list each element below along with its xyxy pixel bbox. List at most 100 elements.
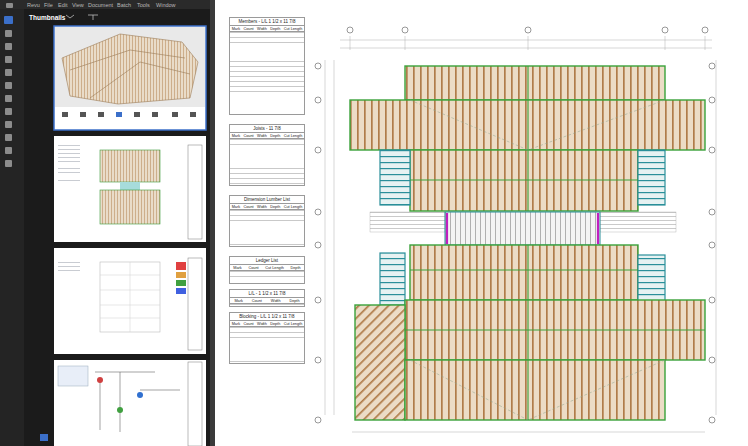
art-g [410,100,665,420]
art-circle [709,147,715,153]
column-header: Count [243,26,254,31]
column-header: Count [251,298,262,303]
art-rect [54,26,206,130]
art-circle [315,209,321,215]
table-header-row: Mark Count Width Depth [230,298,304,304]
art-circle [702,27,708,33]
menu-item: Window [156,2,176,8]
column-header: Depth [289,298,300,303]
art-rect [58,157,80,158]
table-header-row: MarkCountWidthDepthCut Length [230,321,304,327]
art-rect [188,258,202,350]
column-header: Depth [270,204,281,209]
column-header: Mark [231,204,240,209]
column-header: Cut Length [283,204,303,209]
art-rect [58,161,80,162]
art-rect [405,360,665,420]
art-circle [315,147,321,153]
column-header: Count [243,204,254,209]
art-rect [210,0,215,446]
art-rect [176,272,186,278]
art-rect [188,145,202,239]
art-circle [117,407,123,413]
art-g [58,145,80,181]
column-header: Count [243,133,254,138]
column-header: Mark [234,298,243,303]
art-path [66,15,98,20]
table-header-row: MarkCountWidthDepthCut Length [230,133,304,139]
column-header: Width [257,26,268,31]
column-header: Mark [231,26,240,31]
art-rect [600,212,676,232]
menu-item: View [72,2,84,8]
column-header: Depth [270,321,281,326]
art-circle [315,417,321,423]
column-header: Width [257,204,268,209]
table-header-row: MarkCountCut LengthDepth [230,265,304,271]
art-rect [54,136,206,242]
art-circle [315,357,321,363]
column-header: Count [248,265,259,270]
art-circle [709,297,715,303]
art-circle [402,27,408,33]
art-rect [5,108,12,115]
column-header: Width [257,133,268,138]
art-rect [58,172,80,173]
art-rect [116,112,122,117]
column-header: Width [257,321,268,326]
menu-item: Tools [137,2,150,8]
art-path [62,34,198,104]
art-circle [97,377,103,383]
art-circle [662,27,668,33]
art-rect [54,360,206,446]
menu-item: Batch [117,2,131,8]
art-g [315,27,715,423]
art-path [447,213,598,244]
art-rect [120,182,140,190]
art-rect [380,253,405,305]
art-rect [5,69,12,76]
art-rect [58,266,80,267]
art-circle [709,209,715,215]
menu-item: Revu [27,2,40,8]
schedule-table: Ledger ListMarkCountCut LengthDepth [229,256,305,284]
art-circle [709,242,715,248]
column-header: Depth [270,133,281,138]
art-rect [176,262,186,270]
art-rect [0,0,212,446]
column-header: Mark [231,321,240,326]
menu-item: Document [88,2,113,8]
art-rect [172,112,178,117]
schedule-table: Blocking - L/L 1 1/2 x 11 7/8MarkCountWi… [229,312,305,364]
art-circle [137,392,143,398]
art-rect [370,212,445,232]
art-rect [5,134,12,141]
art-rect [58,270,80,271]
art-rect [40,434,48,441]
art-circle [315,63,321,69]
art-g [325,36,716,432]
art-path [100,262,160,332]
art-rect [100,150,160,182]
art-circle [709,97,715,103]
art-g [58,262,80,271]
art-rect [4,16,13,24]
art-rect [58,153,80,154]
art-circle [709,417,715,423]
schedule-table: Dimension Lumber ListMarkCountWidthDepth… [229,195,305,247]
column-header: Width [270,298,281,303]
column-header: Mark [233,265,242,270]
art-rect [190,112,196,117]
art-rect [445,212,600,245]
table-title: Joists - 11 7/8 [230,125,304,133]
art-g [62,112,196,117]
table-title: L/L - 1 1/2 x 11 7/8 [230,290,304,298]
column-header: Depth [270,26,281,31]
column-header: Count [243,321,254,326]
column-header: Cut Length [283,133,303,138]
art-circle [315,297,321,303]
art-rect [100,262,160,332]
art-rect [58,180,80,181]
art-rect [355,305,405,420]
